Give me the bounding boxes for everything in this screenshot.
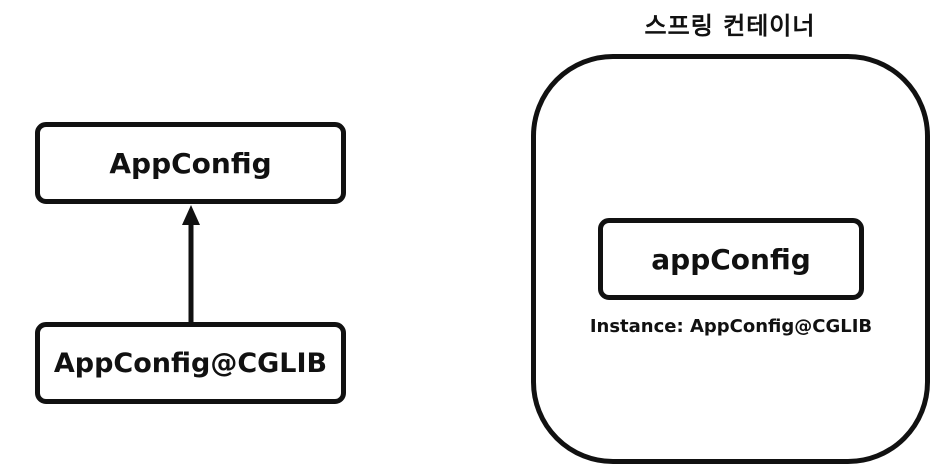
appconfig-bean-label: appConfig bbox=[651, 242, 811, 276]
appconfig-class-label: AppConfig bbox=[109, 146, 272, 180]
arrow-head bbox=[182, 205, 200, 225]
appconfig-class-box: AppConfig bbox=[35, 122, 346, 204]
bean-instance-label: Instance: AppConfig@CGLIB bbox=[589, 316, 873, 337]
appconfig-cglib-class-box: AppConfig@CGLIB bbox=[35, 322, 346, 404]
appconfig-bean-box: appConfig bbox=[598, 218, 864, 300]
spring-container-title: 스프링 컨테이너 bbox=[644, 12, 816, 40]
appconfig-cglib-class-label: AppConfig@CGLIB bbox=[53, 347, 328, 379]
